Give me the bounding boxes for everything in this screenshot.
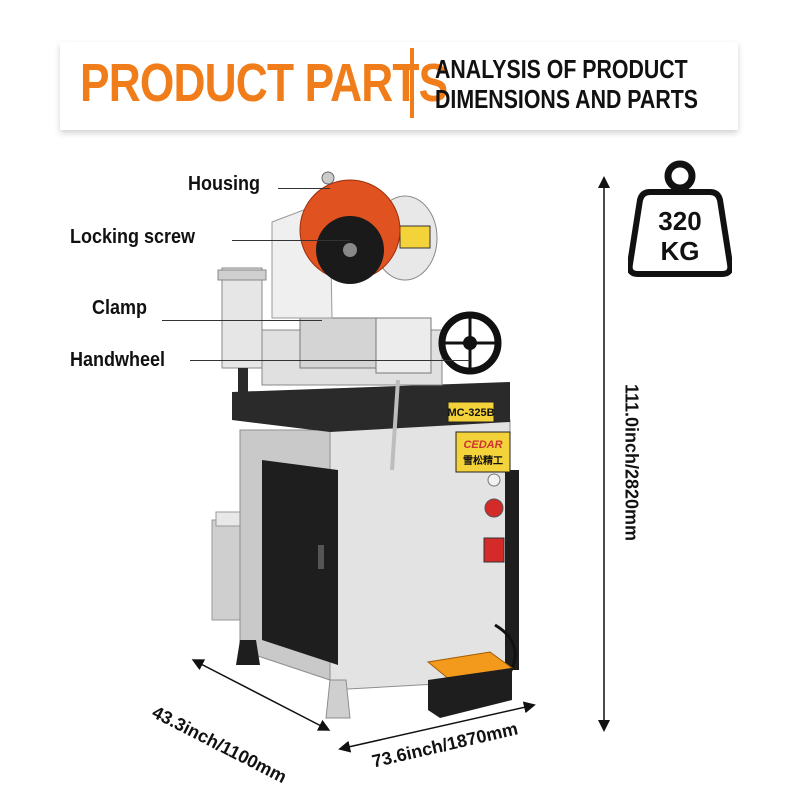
leader-locking-screw xyxy=(232,240,350,241)
clamp-block xyxy=(299,317,381,369)
width-arrow xyxy=(338,701,536,753)
power-switch xyxy=(483,537,505,563)
header-banner: PRODUCT PARTS ANALYSIS OF PRODUCT DIMENS… xyxy=(60,42,738,130)
pneumatic-cylinder xyxy=(221,267,263,369)
stop-button xyxy=(484,498,504,518)
header-subtitle: ANALYSIS OF PRODUCT DIMENSIONS AND PARTS xyxy=(435,54,698,114)
label-housing: Housing xyxy=(188,173,260,195)
subtitle-line-1: ANALYSIS OF PRODUCT xyxy=(435,54,688,84)
weight-badge: 320 KG xyxy=(626,160,734,278)
brand-plate xyxy=(455,431,511,473)
indicator-light xyxy=(487,473,501,487)
label-locking-screw: Locking screw xyxy=(70,226,196,248)
leader-handwheel xyxy=(190,360,470,361)
leader-housing xyxy=(278,188,330,189)
table-top xyxy=(232,382,510,432)
weight-icon xyxy=(626,160,734,277)
model-label: MC-325B xyxy=(447,407,494,419)
subtitle-line-2: DIMENSIONS AND PARTS xyxy=(435,84,698,114)
weight-value: 320 xyxy=(658,206,702,236)
control-column xyxy=(505,470,519,670)
header-divider xyxy=(410,48,414,118)
cabinet-door xyxy=(262,460,338,665)
label-handwheel: Handwheel xyxy=(70,349,166,371)
leader-clamp xyxy=(162,320,322,321)
dimension-height: 111.0inch/2820mm xyxy=(621,383,642,542)
leg-left xyxy=(236,640,260,665)
depth-arrow xyxy=(191,659,331,731)
label-clamp: Clamp xyxy=(92,297,148,319)
brand-cn-label: 雪松精工 xyxy=(463,454,503,467)
brand-label: CEDAR xyxy=(463,439,502,451)
page-title: PRODUCT PARTS xyxy=(80,53,448,113)
weight-unit: KG xyxy=(660,236,700,266)
model-plate xyxy=(447,401,495,423)
door-handle xyxy=(318,545,324,569)
